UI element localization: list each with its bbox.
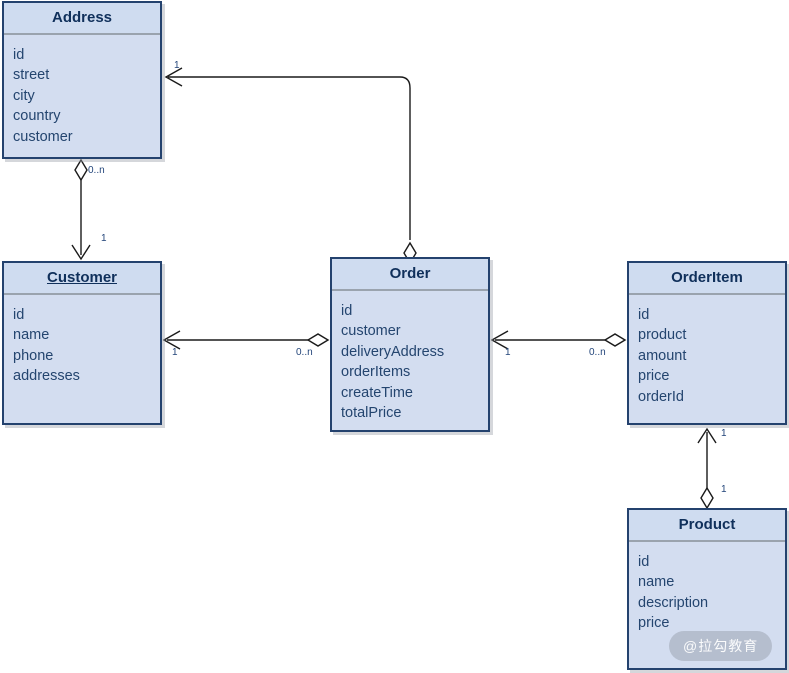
connector-order-address bbox=[164, 67, 417, 265]
attribute-row: amount bbox=[638, 347, 687, 364]
attribute-row: id bbox=[638, 307, 650, 323]
class-title-address: Address bbox=[4, 3, 160, 35]
attribute-row: country bbox=[13, 108, 61, 125]
aggregation-diamond bbox=[306, 333, 330, 347]
attribute-row: deliveryAddress bbox=[341, 343, 445, 360]
open-arrowhead bbox=[71, 244, 91, 261]
attribute-row: customer bbox=[341, 323, 401, 340]
aggregation-diamond bbox=[74, 158, 88, 182]
attribute-row: id bbox=[13, 307, 25, 323]
class-box-customer[interactable]: Customer id name phone addresses bbox=[2, 261, 162, 425]
multiplicity-label-order-right: 1 bbox=[505, 347, 511, 358]
class-title-orderitem: OrderItem bbox=[629, 263, 785, 295]
multiplicity-label-product-top: 1 bbox=[721, 484, 727, 495]
multiplicity-label-address-right: 1 bbox=[174, 60, 180, 71]
class-attributes-address: id street city country customer bbox=[4, 35, 160, 155]
attribute-row: createTime bbox=[341, 384, 413, 401]
connector-order-customer bbox=[162, 330, 330, 350]
attribute-row: city bbox=[13, 87, 35, 104]
multiplicity-label-orderitem-left: 0..n bbox=[589, 347, 606, 358]
attribute-row: product bbox=[638, 327, 687, 344]
class-box-order[interactable]: Order id customer deliveryAddress orderI… bbox=[330, 257, 490, 432]
multiplicity-label-customer-right: 1 bbox=[172, 347, 178, 358]
open-arrowhead bbox=[490, 330, 509, 350]
attribute-row: name bbox=[638, 574, 675, 591]
attribute-row: addresses bbox=[13, 368, 80, 385]
multiplicity-label-order-left: 0..n bbox=[296, 347, 313, 358]
attribute-row: name bbox=[13, 327, 50, 344]
class-box-orderitem[interactable]: OrderItem id product amount price orderI… bbox=[627, 261, 787, 425]
aggregation-diamond bbox=[603, 333, 627, 347]
attribute-row: id bbox=[638, 554, 650, 570]
attribute-row: id bbox=[341, 303, 353, 319]
class-box-address[interactable]: Address id street city country customer bbox=[2, 1, 162, 159]
open-arrowhead bbox=[164, 67, 183, 87]
attribute-row: price bbox=[638, 368, 670, 385]
class-attributes-customer: id name phone addresses bbox=[4, 295, 160, 395]
attribute-row: orderItems bbox=[341, 364, 411, 381]
connector-orderitem-order bbox=[490, 330, 627, 350]
class-attributes-orderitem: id product amount price orderId bbox=[629, 295, 785, 415]
class-title-product: Product bbox=[629, 510, 785, 542]
attribute-row: price bbox=[638, 615, 670, 632]
class-attributes-product: id name description price bbox=[629, 542, 785, 642]
attribute-row: orderId bbox=[638, 388, 684, 405]
attribute-row: totalPrice bbox=[341, 405, 402, 422]
class-title-customer: Customer bbox=[4, 263, 160, 295]
connector-address-customer bbox=[71, 158, 91, 261]
class-title-order: Order bbox=[332, 259, 488, 291]
attribute-row: id bbox=[13, 47, 25, 63]
connector-product-orderitem bbox=[697, 427, 717, 510]
attribute-row: description bbox=[638, 594, 709, 611]
multiplicity-label-orderitem-bottom: 1 bbox=[721, 428, 727, 439]
attribute-row: phone bbox=[13, 347, 54, 364]
class-box-product[interactable]: Product id name description price bbox=[627, 508, 787, 670]
multiplicity-label-customer-top: 1 bbox=[101, 233, 107, 244]
watermark: @拉勾教育 bbox=[669, 631, 773, 661]
multiplicity-label-address-bottom: 0..n bbox=[88, 165, 105, 176]
open-arrowhead bbox=[697, 427, 717, 444]
attribute-row: street bbox=[13, 67, 50, 84]
attribute-row: customer bbox=[13, 128, 73, 145]
aggregation-diamond bbox=[700, 486, 714, 510]
class-attributes-order: id customer deliveryAddress orderItems c… bbox=[332, 291, 488, 431]
open-arrowhead bbox=[162, 330, 181, 350]
